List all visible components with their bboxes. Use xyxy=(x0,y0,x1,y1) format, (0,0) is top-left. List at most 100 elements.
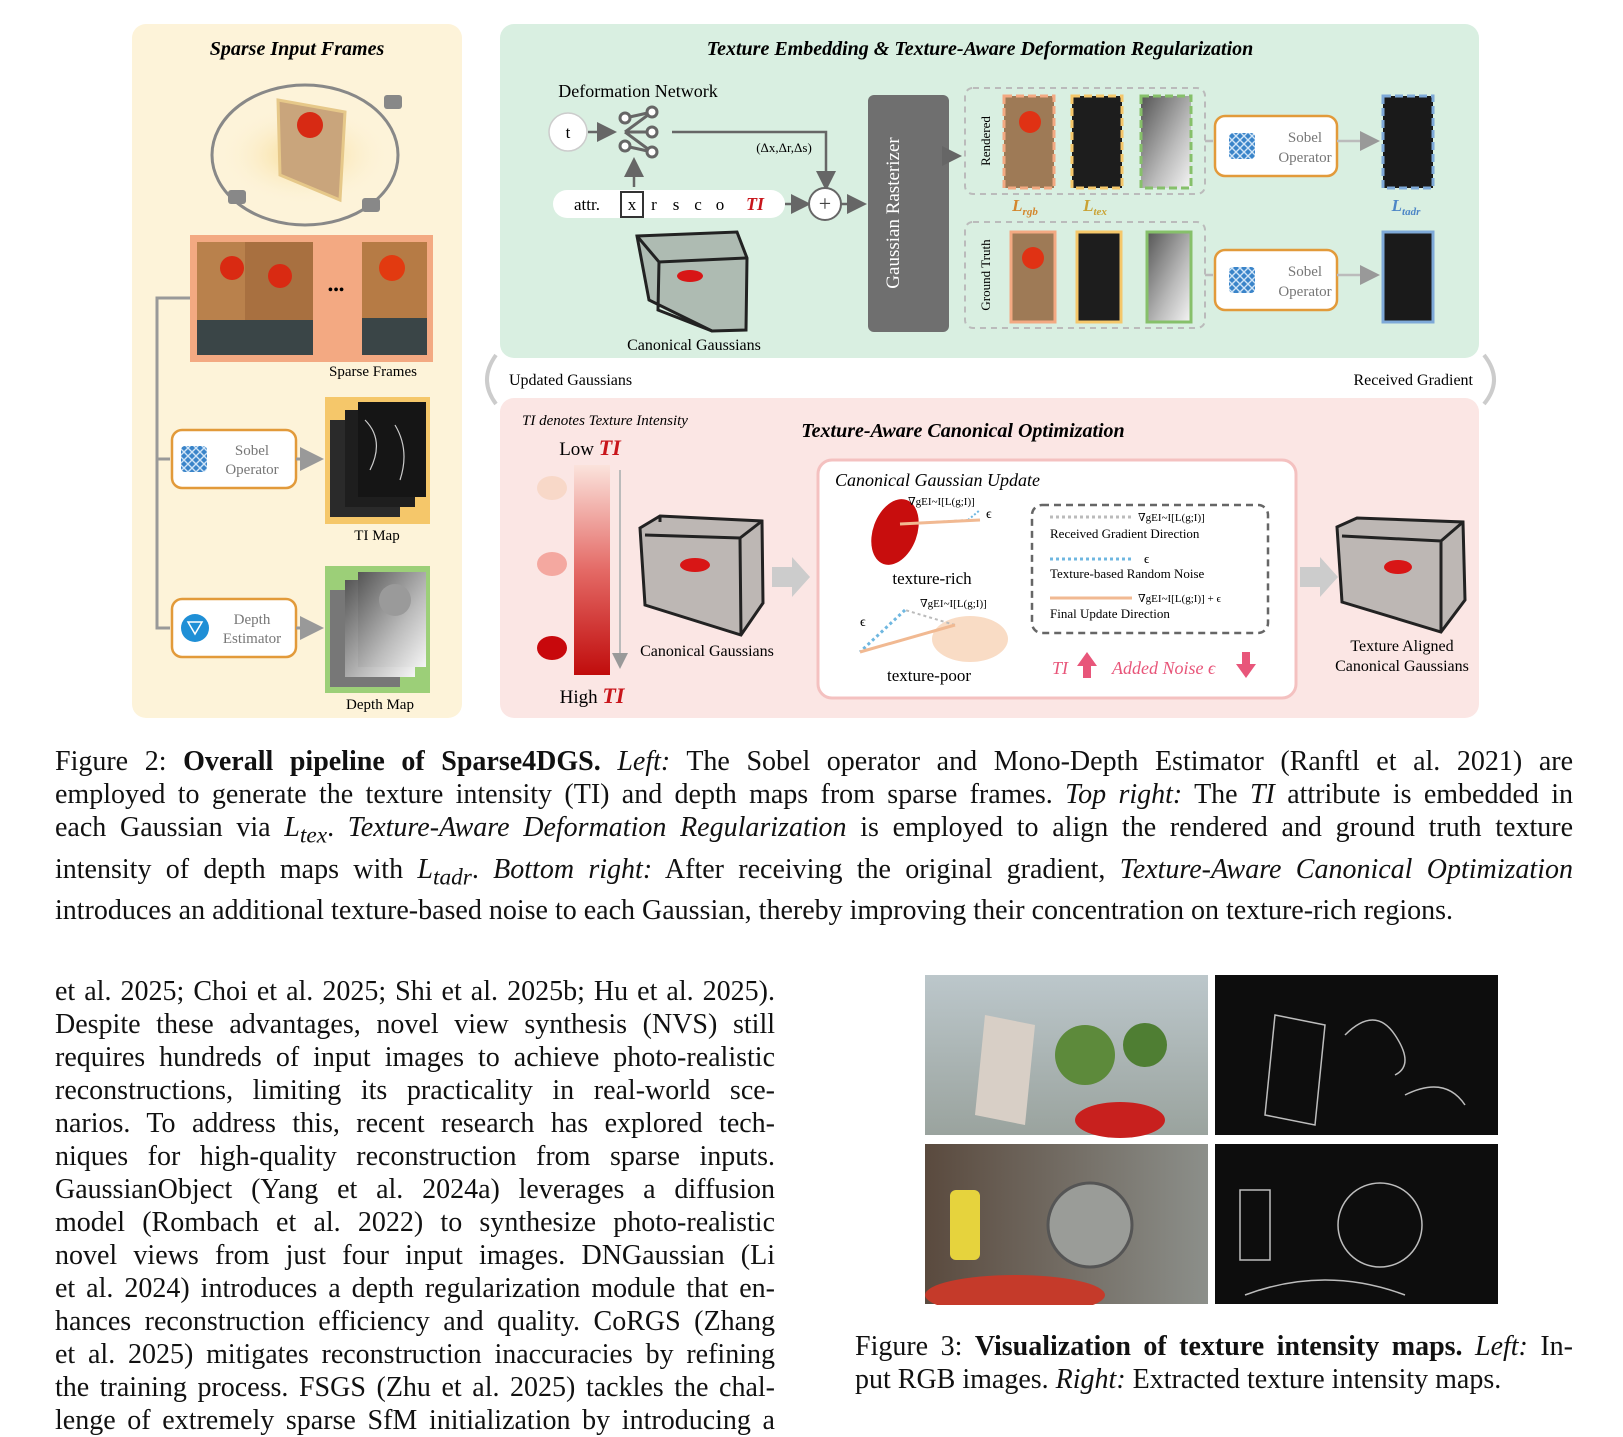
added-noise-label: Added Noise ϵ xyxy=(1111,658,1216,678)
tomato-icon xyxy=(1022,247,1044,269)
gaussian-blob xyxy=(680,558,710,572)
ti-map-label: TI Map xyxy=(354,528,399,544)
body-line: novel views from just four input images.… xyxy=(55,1240,775,1271)
depth-shape xyxy=(379,584,411,616)
noise-arrow xyxy=(858,608,907,654)
grad-arrow xyxy=(904,609,956,626)
attribute-r: r xyxy=(651,195,657,214)
body-line: GaussianObject (Yang et al. 2024a) lever… xyxy=(55,1174,775,1205)
rendered-tex xyxy=(1070,94,1124,190)
plus-symbol: + xyxy=(819,191,831,216)
high-ti-label: High TI xyxy=(560,683,626,708)
frames-ellipsis: ••• xyxy=(328,282,345,299)
delta-label: (Δx,Δr,Δs) xyxy=(756,140,812,155)
depth-icon xyxy=(181,614,209,642)
sobel-operator-box xyxy=(1213,114,1339,178)
aligned-label: Canonical Gaussians xyxy=(1335,658,1469,675)
sobel-label: Sobel xyxy=(1288,264,1322,280)
epsilon: ϵ xyxy=(986,507,992,522)
ti-dot-high xyxy=(537,636,567,660)
big-arrow xyxy=(772,557,810,597)
attr-label: attr. xyxy=(574,195,600,214)
loss-tex: Ltex xyxy=(1082,196,1107,218)
frame-thumb-floor xyxy=(197,320,313,355)
caption-text: attribute is embedded in xyxy=(1274,779,1574,810)
top-panel-title: Texture Embedding & Texture-Aware Deform… xyxy=(707,38,1254,60)
texture-edges xyxy=(1264,1014,1466,1126)
caption-text: put RGB images. xyxy=(855,1364,1056,1395)
texture-rich-label: texture-rich xyxy=(892,569,972,588)
received-gradient-arrow xyxy=(1482,353,1496,406)
plant-shape xyxy=(1123,1023,1167,1067)
received-gradient-label: Received Gradient xyxy=(1354,372,1474,389)
caption-text: The xyxy=(1182,779,1250,810)
caption-text: Extracted texture intensity maps. xyxy=(1125,1364,1502,1395)
gt-tex xyxy=(1075,230,1123,324)
camera-icon xyxy=(228,95,402,212)
depth-icon-glyph xyxy=(186,621,204,636)
legend-final: Final Update Direction xyxy=(1050,606,1170,621)
ti-edges xyxy=(364,419,405,481)
body-line: et al. 2024) introduces a depth regulari… xyxy=(55,1273,775,1304)
body-line: lenge of extremely sparse SfM initializa… xyxy=(55,1405,775,1436)
gt-depth xyxy=(1145,230,1193,324)
grad-expr: ∇gEI~I[L(g;I)] xyxy=(920,598,987,610)
canonical-gaussians-label: Canonical Gaussians xyxy=(627,337,761,354)
sparse-frames-label: Sparse Frames xyxy=(329,364,417,380)
loss-rgb: Lrgb xyxy=(1011,196,1038,218)
sobel-operator-box xyxy=(1213,248,1339,312)
figure-3 xyxy=(925,975,1498,1305)
ti-dot-low xyxy=(537,476,567,500)
plant-shape xyxy=(1055,1025,1115,1085)
caption-line: employed to generate the texture intensi… xyxy=(55,778,1573,811)
canonical-gaussians-cube xyxy=(638,514,765,637)
body-line: requires hundreds of input images to ach… xyxy=(55,1042,775,1073)
ti-dot-mid xyxy=(537,552,567,576)
aligned-gaussians-cube xyxy=(1335,516,1467,634)
tadr-rendered xyxy=(1381,94,1435,190)
canonical-gaussians-label: Canonical Gaussians xyxy=(640,643,774,660)
bowl-shape xyxy=(1046,1181,1134,1269)
rasterizer-label: Gaussian Rasterizer xyxy=(883,137,904,289)
body-line: et al. 2025) mitigates reconstruction in… xyxy=(55,1339,775,1370)
figure-2: Sparse Input Frames ••• Sparse Frames So… xyxy=(132,24,1496,718)
sobel-icon xyxy=(1229,133,1255,159)
depth-label: Estimator xyxy=(223,631,281,647)
caption-math-sub: tex xyxy=(299,822,328,849)
caption-line: introduces an additional texture-based n… xyxy=(55,894,1573,927)
caption-text: The Sobel operator and Mono-Depth Estima… xyxy=(670,746,1573,777)
legend-noise-eps: ϵ xyxy=(1144,551,1149,566)
sobel-label: Sobel xyxy=(1288,130,1322,146)
orbit-object xyxy=(276,98,347,203)
caption-math: TI xyxy=(1249,779,1275,810)
low-ti-label: Low TI xyxy=(559,435,622,460)
depth-map-label: Depth Map xyxy=(346,697,414,713)
attribute-c: c xyxy=(694,195,702,214)
ti-note: TI denotes Texture Intensity xyxy=(522,413,688,429)
attributes-bar xyxy=(553,190,785,218)
texture-image xyxy=(1215,975,1498,1135)
caption-math-sub: tadr xyxy=(432,864,472,891)
caption-italic: Texture-Aware Deformation Regularization xyxy=(347,812,847,843)
big-arrow xyxy=(1300,557,1338,597)
caption-italic: Texture-Aware Canonical Optimization xyxy=(1119,853,1573,885)
body-line: narios. To address this, recent research… xyxy=(55,1108,775,1139)
caption-text: . xyxy=(471,853,494,885)
caption-italic: Left: xyxy=(1475,1331,1528,1362)
body-line: hances reconstruction efficiency and qua… xyxy=(55,1306,775,1337)
up-arrow-icon xyxy=(1077,652,1097,678)
ground-truth-group xyxy=(964,221,1206,329)
tadr-gt xyxy=(1381,230,1435,324)
caption-italic: Top right: xyxy=(1065,779,1183,810)
updated-gaussians-label: Updated Gaussians xyxy=(509,372,632,389)
tomato-icon xyxy=(379,255,405,281)
camera-orbit xyxy=(210,83,400,227)
gaussian-blob xyxy=(1384,560,1412,574)
attribute-x: x xyxy=(628,195,637,214)
t-input xyxy=(548,112,588,152)
texture-image xyxy=(1215,1144,1498,1304)
ti-gradient-bar xyxy=(574,465,610,675)
delta-connector xyxy=(672,130,836,191)
texture-poor-label: texture-poor xyxy=(887,666,971,685)
rendered-rgb xyxy=(1002,94,1056,190)
